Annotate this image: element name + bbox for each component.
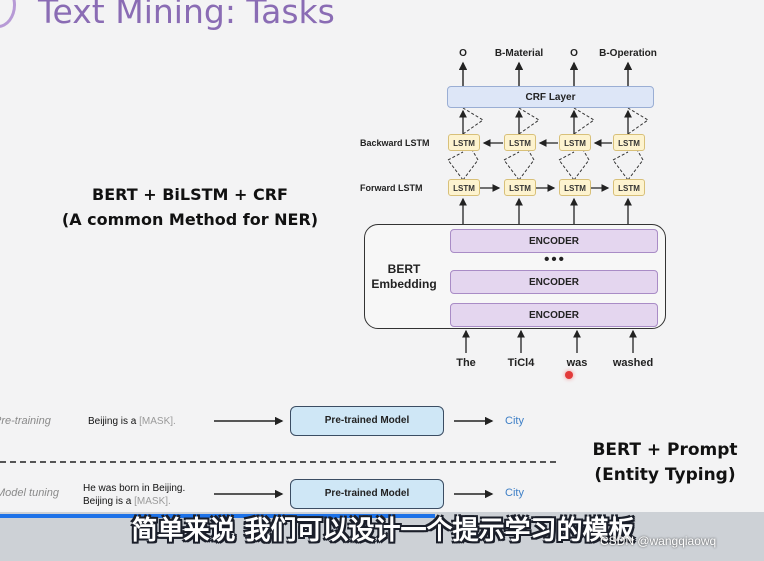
bert-method-subtitle: (A common Method for NER)	[61, 210, 319, 229]
laser-pointer-dot	[565, 371, 573, 379]
mask-token: [MASK].	[134, 496, 171, 507]
mask-token: [MASK].	[139, 416, 176, 427]
forward-lstm-cell: LSTM	[504, 179, 536, 196]
forward-lstm-cell: LSTM	[559, 179, 591, 196]
pretraining-example-text: Beijing is a	[88, 416, 140, 427]
backward-lstm-label: Backward LSTM	[360, 138, 430, 148]
bert-label: BERT	[387, 262, 421, 276]
tuning-example-line1: He was born in Beijing.	[83, 483, 186, 494]
forward-lstm-label: Forward LSTM	[360, 183, 423, 193]
crf-layer: CRF Layer	[447, 86, 654, 108]
tuning-result: City	[505, 487, 524, 499]
encoder-ellipsis: •••	[544, 251, 566, 268]
ner-output-label: B-Operation	[599, 48, 657, 59]
tuning-example-line2: Beijing is a	[83, 496, 135, 507]
slide-title: Text Mining: Tasks	[38, 0, 335, 31]
pretraining-example: Beijing is a [MASK].	[88, 415, 176, 428]
bert-method-heading: BERT + BiLSTM + CRF (A common Method for…	[60, 182, 320, 232]
input-token: TiCl4	[507, 357, 535, 369]
backward-lstm-cell: LSTM	[613, 134, 645, 151]
pretraining-result: City	[505, 415, 524, 427]
encoder-block: ENCODER	[450, 229, 658, 253]
forward-lstm-cell: LSTM	[613, 179, 645, 196]
video-control-bar[interactable]	[0, 512, 764, 561]
pretraining-stage-label: Pre-training	[0, 415, 51, 427]
ner-output-label: O	[459, 48, 467, 59]
backward-lstm-cell: LSTM	[448, 134, 480, 151]
embedding-label: Embedding	[371, 277, 437, 291]
ner-output-label: O	[570, 48, 578, 59]
prompt-title: BERT + Prompt	[592, 440, 738, 460]
prompt-heading: BERT + Prompt (Entity Typing)	[585, 438, 745, 488]
video-progress-bar[interactable]	[0, 514, 436, 518]
input-token: washed	[612, 357, 654, 369]
input-token: was	[566, 357, 588, 369]
input-token: The	[456, 357, 476, 369]
encoder-block: ENCODER	[450, 270, 658, 294]
section-divider	[0, 461, 556, 463]
backward-lstm-cell: LSTM	[559, 134, 591, 151]
bert-method-title: BERT + BiLSTM + CRF	[92, 185, 288, 204]
tuning-stage-label: Model tuning	[0, 487, 59, 499]
encoder-block: ENCODER	[450, 303, 658, 327]
prompt-subtitle: (Entity Typing)	[594, 465, 736, 485]
backward-lstm-cell: LSTM	[504, 134, 536, 151]
tuning-example: He was born in Beijing. Beijing is a [MA…	[83, 482, 185, 508]
forward-lstm-cell: LSTM	[448, 179, 480, 196]
ner-output-label: B-Material	[494, 48, 544, 59]
csdn-watermark: CSDN @wangqiaowq	[600, 534, 717, 548]
pretrained-model-box: Pre-trained Model	[290, 479, 444, 509]
bert-embedding-label: BERT Embedding	[364, 262, 444, 292]
video-subtitle: 简单来说 我们可以设计一个提示学习的模板	[131, 516, 635, 546]
pretrained-model-box: Pre-trained Model	[290, 406, 444, 436]
